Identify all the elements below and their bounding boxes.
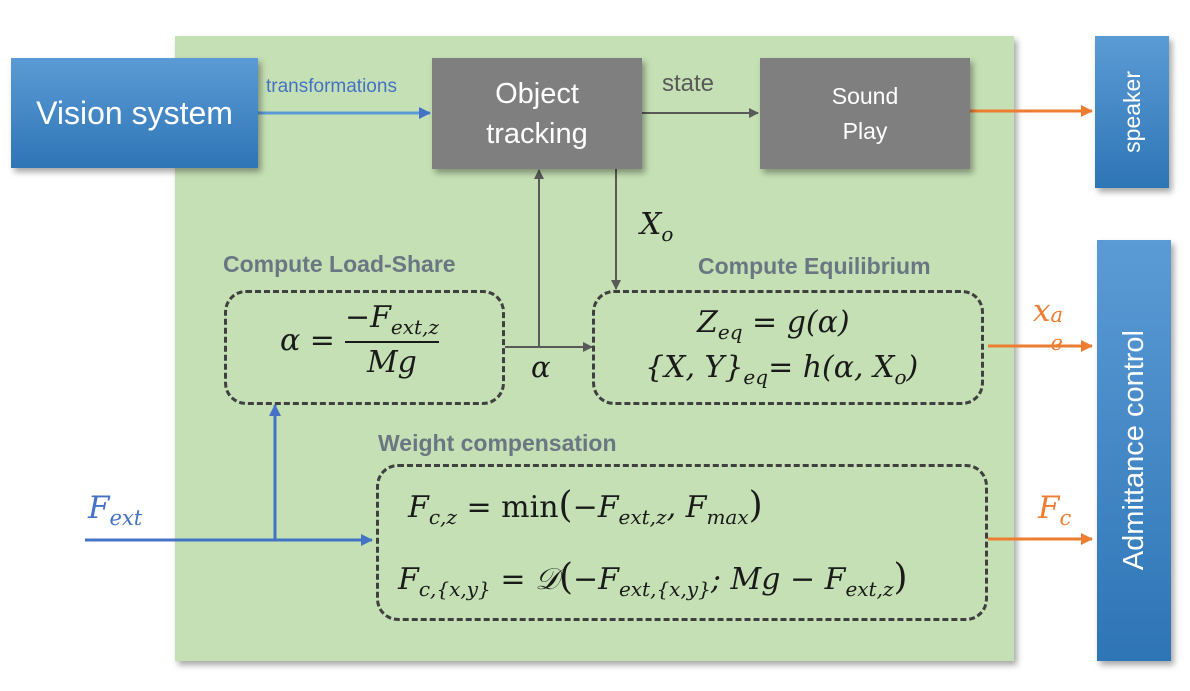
alpha-numerator: −Fext,z [344, 300, 439, 339]
fcz-equation: Fc,z = min(−Fext,z, Fmax) [408, 485, 763, 529]
equilibrium-title: Compute Equilibrium [698, 253, 931, 279]
alpha-lhs: α = [280, 322, 335, 358]
admittance-control-label: Admittance control [1117, 330, 1150, 571]
loadshare-title: Compute Load-Share [223, 251, 456, 277]
loadshare-box [224, 290, 505, 405]
object-tracking-label-1: Object [495, 77, 579, 110]
alpha-denominator: Mg [366, 345, 417, 380]
speaker-block: speaker [1095, 36, 1169, 188]
alpha-equation: α = −Fext,z Mg [280, 300, 439, 380]
vision-system-block: Vision system [11, 58, 258, 168]
sound-play-block: Sound Play [760, 58, 970, 169]
sound-play-label-2: Play [842, 117, 888, 144]
zeq-equation: Zeq = g(α) [697, 305, 850, 344]
fc-label: Fc [1038, 490, 1072, 531]
vision-system-label: Vision system [36, 94, 233, 131]
equilibrium-box [592, 290, 984, 405]
sound-play-label-1: Sound [831, 82, 899, 109]
object-tracking-block: Object tracking [432, 58, 642, 169]
admittance-control-block: Admittance control [1097, 240, 1171, 661]
speaker-label: speaker [1118, 71, 1145, 153]
fcxy-equation: Fc,{x,y} = 𝒟(−Fext,{x,y}; Mg − Fext,z) [398, 557, 908, 601]
xo-label: Xo [640, 207, 674, 246]
weight-box [376, 464, 988, 621]
xyeq-equation: {X, Y}eq= h(α, Xo) [645, 350, 919, 389]
alpha-label: α [531, 350, 551, 384]
weight-title: Weight compensation [378, 430, 617, 456]
object-tracking-label-2: tracking [486, 117, 588, 150]
fext-label: Fext [88, 490, 143, 531]
transformations-label: transformations [266, 76, 397, 97]
state-label: state [662, 70, 715, 97]
